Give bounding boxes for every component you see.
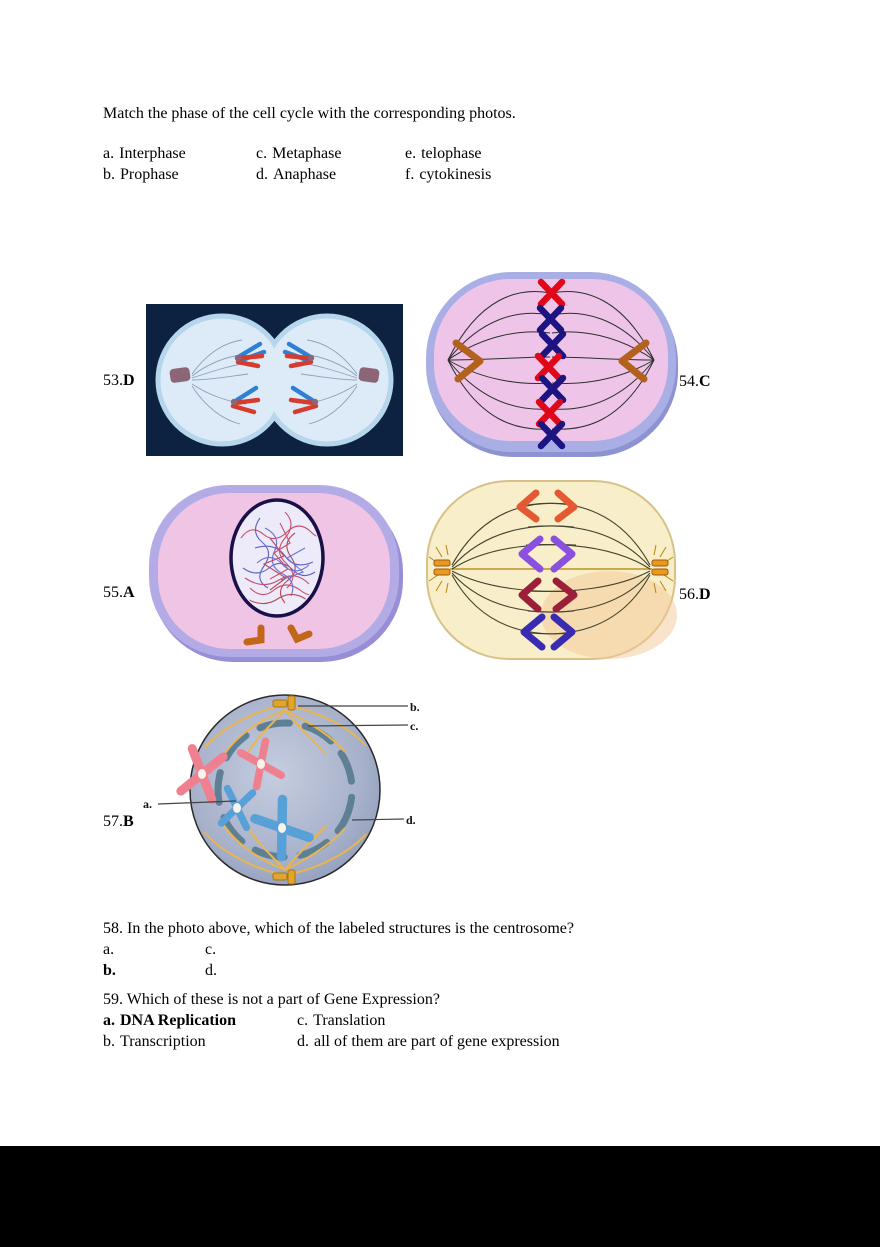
figure-54-metaphase-image [424,267,680,458]
option-label: DNA Replication [120,1012,236,1029]
metaphase-cell-diagram [426,272,678,457]
callout-label-c: c. [410,719,418,733]
q58-option-a: a. [103,941,115,958]
question-59-text: 59. Which of these is not a part of Gene… [103,991,440,1008]
callout-label-a: a. [143,797,152,811]
figure-label-57: 57.B [103,812,134,832]
figure-answer: D [123,372,135,389]
figure-label-55: 55.A [103,583,135,603]
figure-53-telophase-image [146,304,403,456]
figure-number: 54. [679,373,699,390]
figure-label-56: 56.D [679,585,711,605]
option-key: a. [103,145,115,162]
q59-option-c: c.Translation [297,1011,385,1031]
option-key: d. [256,166,268,183]
callout-label-d: d. [406,813,416,827]
figure-answer: D [699,586,711,603]
figure-answer: C [699,373,711,390]
option-key: c. [256,145,268,162]
letterbox-bottom [0,1146,880,1247]
q58-option-c: c. [205,941,217,958]
telophase-cell-diagram [146,304,403,456]
match-option-a: a.Interphase [103,144,186,164]
option-key: f. [405,166,415,183]
option-label: cytokinesis [419,166,492,183]
match-option-d: d. Anaphase [256,165,336,185]
option-key: b. [103,166,115,183]
figure-label-54: 54.C [679,372,711,392]
option-label: Metaphase [272,145,342,162]
prophase-cell-diagram: b. c. a. d. [143,694,420,886]
interphase-cell-diagram [149,485,403,662]
option-label: all of them are part of gene expression [314,1033,560,1050]
option-key: b. [103,1033,115,1050]
option-key: a. [103,1012,115,1029]
q59-option-d: d. all of them are part of gene expressio… [297,1032,560,1052]
option-key: e. [405,145,417,162]
match-option-b: b. Prophase [103,165,179,185]
callout-label-b: b. [410,700,420,714]
q58-option-b: b. [103,962,116,979]
option-label: Transcription [120,1033,206,1050]
figure-answer: A [123,584,135,601]
figure-label-53: 53.D [103,371,135,391]
figure-answer: B [123,813,134,830]
match-option-f: f.cytokinesis [405,165,491,185]
match-option-e: e.telophase [405,144,482,164]
figure-number: 57. [103,813,123,830]
option-label: Anaphase [273,166,337,183]
figure-57-prophase-image: b. c. a. d. [140,692,432,892]
anaphase-cell-diagram [426,480,677,660]
option-key: c. [297,1012,309,1029]
q59-option-b: b. Transcription [103,1032,206,1052]
match-option-c: c.Metaphase [256,144,341,164]
instruction-text: Match the phase of the cell cycle with t… [103,105,516,122]
option-label: Prophase [120,166,179,183]
option-key: d. [297,1033,309,1050]
option-label: telophase [421,145,482,162]
figure-number: 55. [103,584,123,601]
figure-55-interphase-image [145,478,411,666]
option-label: Translation [313,1012,386,1029]
q59-option-a: a. DNA Replication [103,1011,236,1031]
figure-56-anaphase-image [424,477,678,663]
figure-number: 53. [103,372,123,389]
q58-option-d: d. [205,962,217,979]
option-label: Interphase [119,145,186,162]
figure-number: 56. [679,586,699,603]
question-58-text: 58. In the photo above, which of the lab… [103,920,574,937]
